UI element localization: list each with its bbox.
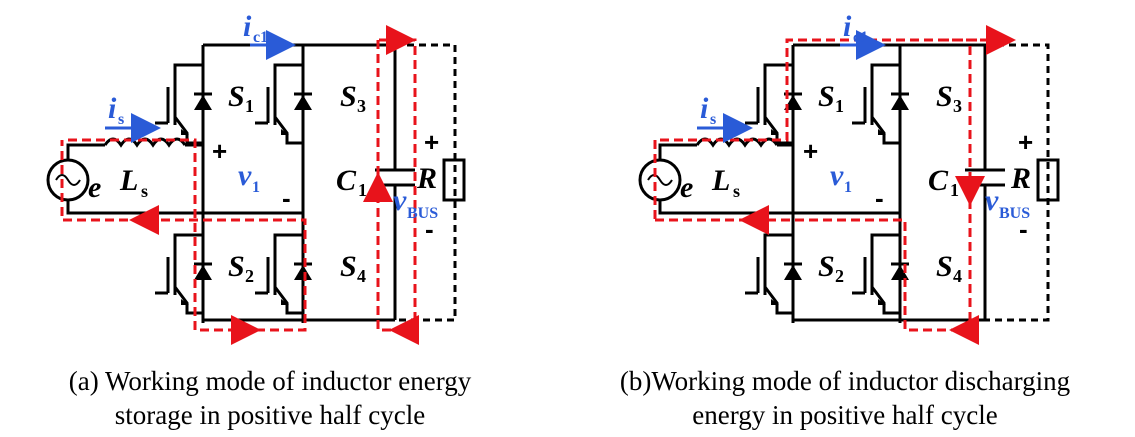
inductor-label: L xyxy=(119,164,138,197)
s4-label-sub: 4 xyxy=(357,266,366,286)
v1-label-sub: 1 xyxy=(844,179,852,196)
panel-b-circuit xyxy=(638,25,1060,345)
panel-a-caption-line-2: storage in positive half cycle xyxy=(114,400,426,430)
source-label: e xyxy=(88,171,101,204)
capacitor-label: C xyxy=(928,164,949,197)
panel-b-caption-line-1: (b)Working mode of inductor discharging xyxy=(619,366,1071,396)
v1-label: v xyxy=(238,159,252,192)
v1-minus: - xyxy=(875,183,884,213)
v1-plus: + xyxy=(803,136,818,166)
s2-label: S xyxy=(228,250,245,283)
s3-label: S xyxy=(936,80,953,113)
is-label: i xyxy=(108,92,117,125)
panel-a-circuit xyxy=(46,25,466,345)
capacitor-label-sub: 1 xyxy=(950,180,959,200)
is-label: i xyxy=(700,92,709,125)
s1-label-sub: 1 xyxy=(835,96,844,116)
v1-label-sub: 1 xyxy=(252,179,260,196)
resistor-label: R xyxy=(1010,162,1031,195)
vbus-label: v xyxy=(985,184,999,217)
ic1-label: i xyxy=(243,10,252,43)
s3-label-sub: 3 xyxy=(953,96,962,116)
capacitor-label-sub: 1 xyxy=(358,180,367,200)
inductor-label-sub: s xyxy=(141,181,148,201)
ic1-label-sub: c1 xyxy=(253,29,268,46)
s1-label: S xyxy=(818,80,835,113)
vbus-label-sub: BUS xyxy=(999,205,1030,222)
v1-minus: - xyxy=(282,183,291,213)
panel-a-caption: (a) Working mode of inductor energy stor… xyxy=(0,364,540,432)
panel-b-caption: (b)Working mode of inductor discharging … xyxy=(555,364,1135,432)
is-label-sub: s xyxy=(710,111,716,128)
resistor-label: R xyxy=(416,162,437,195)
source-label: e xyxy=(680,171,693,204)
vbus-minus: - xyxy=(1019,214,1028,244)
s2-label-sub: 2 xyxy=(835,266,844,286)
v1-plus: + xyxy=(212,136,227,166)
vbus-plus: + xyxy=(1018,127,1033,157)
is-label-sub: s xyxy=(118,111,124,128)
s4-label-sub: 4 xyxy=(953,266,962,286)
vbus-plus: + xyxy=(424,127,439,157)
ic1-label-sub: c1 xyxy=(853,29,868,46)
s1-label: S xyxy=(228,80,245,113)
s2-label: S xyxy=(818,250,835,283)
capacitor-label: C xyxy=(336,164,357,197)
v1-label: v xyxy=(830,159,844,192)
ic1-label: i xyxy=(843,10,852,43)
panel-a-caption-line-1: (a) Working mode of inductor energy xyxy=(68,366,472,396)
inductor-label-sub: s xyxy=(733,181,740,201)
vbus-minus: - xyxy=(425,214,434,244)
panel-a-labels: e L s i s i c1 v 1 + - C 1 R v BUS + - S… xyxy=(88,10,439,286)
s4-label: S xyxy=(936,250,953,283)
s2-label-sub: 2 xyxy=(245,266,254,286)
vbus-label-sub: BUS xyxy=(407,205,438,222)
inductor-label: L xyxy=(711,164,730,197)
panel-b-labels: e L s i s i c1 v 1 + - C 1 R v BUS + - S… xyxy=(680,10,1033,286)
panel-b-caption-line-2: energy in positive half cycle xyxy=(692,400,998,430)
s1-label-sub: 1 xyxy=(245,96,254,116)
s3-label-sub: 3 xyxy=(357,96,366,116)
s3-label: S xyxy=(340,80,357,113)
vbus-label: v xyxy=(393,184,407,217)
s4-label: S xyxy=(340,250,357,283)
